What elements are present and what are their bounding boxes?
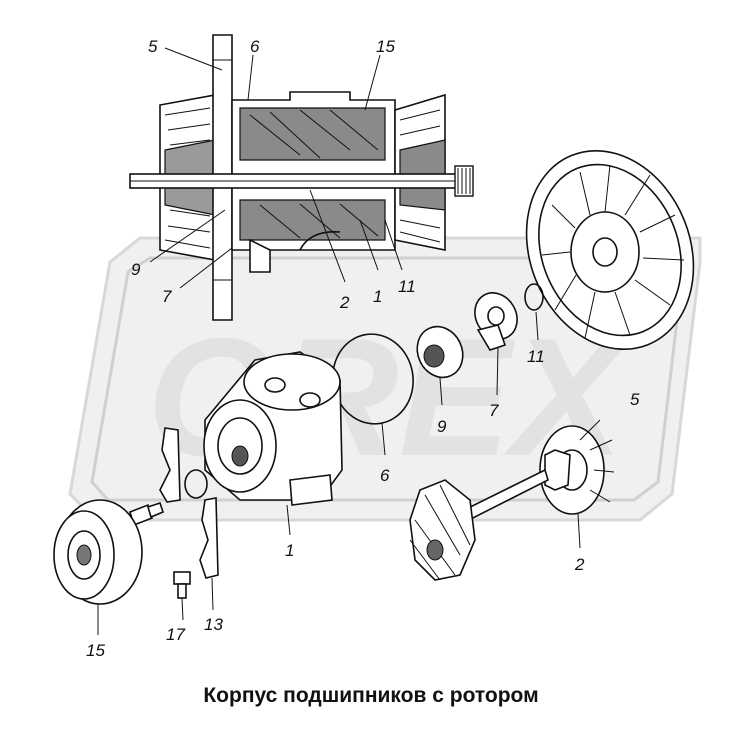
bearing-housing-part-1: [203, 351, 343, 536]
label-15-top: 15: [376, 37, 395, 56]
rotor-part-2: [409, 419, 615, 581]
label-7-mid: 7: [489, 401, 499, 420]
label-5-right: 5: [630, 390, 640, 409]
lock-plate-part-13: [199, 497, 219, 579]
bolt: [129, 501, 164, 527]
label-13: 13: [204, 615, 223, 634]
o-ring-part-11: [524, 283, 544, 311]
sectional-view: [129, 34, 474, 321]
figure-caption: Корпус подшипников с ротором: [203, 684, 539, 707]
label-6-top: 6: [250, 37, 260, 56]
label-1-section: 1: [373, 287, 382, 306]
label-11-section: 11: [398, 277, 416, 296]
label-9-mid: 9: [437, 417, 447, 436]
label-6-mid: 6: [380, 466, 390, 485]
label-15-bottom: 15: [86, 641, 105, 660]
part-labels: 5 6 15 9 7 2 1 11 11 5 7 9 6 1 2 15 17 1…: [86, 37, 640, 660]
turbine-housing-part-5: [525, 149, 695, 351]
small-ring: [184, 469, 208, 499]
cover-part-15: [53, 499, 143, 635]
lock-plate: [159, 427, 181, 503]
label-7-left: 7: [162, 287, 172, 306]
label-17: 17: [166, 625, 185, 644]
label-11-right: 11: [527, 347, 545, 366]
label-1-housing: 1: [285, 541, 294, 560]
label-5-top: 5: [148, 37, 158, 56]
label-2-section: 2: [339, 293, 350, 312]
bolt-part-17: [173, 571, 191, 621]
ring-part-9: [416, 325, 464, 406]
label-9-left: 9: [131, 260, 141, 279]
seal-plate-part-7: [474, 292, 518, 396]
label-2-rotor: 2: [574, 555, 585, 574]
